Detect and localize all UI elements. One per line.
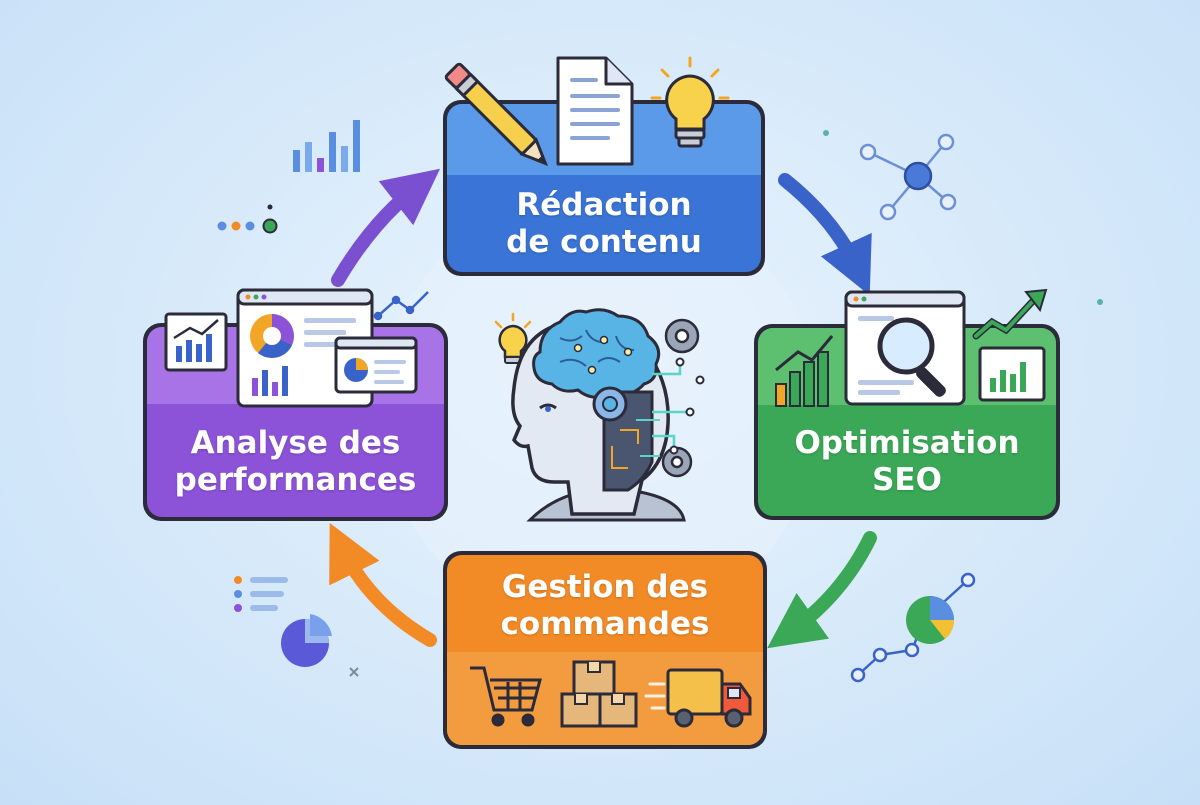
decor-pie-chart-icon	[281, 614, 332, 667]
pie-chart-icon	[334, 336, 418, 394]
delivery-truck-icon	[644, 668, 752, 728]
bar-chart-icon	[775, 335, 834, 407]
decor-bar-chart-icon	[293, 120, 360, 172]
decor-network-pie-icon	[850, 572, 976, 683]
line-chart-icon	[164, 312, 228, 372]
decor-sparkle-icon	[349, 130, 1103, 677]
boxes-icon	[560, 660, 638, 728]
ai-robot-head-icon	[494, 308, 705, 522]
trend-up-icon	[972, 288, 1048, 402]
decor-dots-icon	[217, 204, 278, 234]
gear-icon	[661, 318, 700, 478]
arrow-analytics-to-content	[331, 168, 441, 287]
dashboard-icon	[236, 288, 374, 408]
decor-line-chart-icon	[373, 291, 429, 321]
arrow-content-to-seo	[778, 173, 872, 296]
pencil-icon	[444, 62, 549, 167]
magnifier-icon	[844, 290, 966, 406]
document-icon	[556, 56, 634, 166]
lightbulb-icon	[650, 56, 730, 148]
arrow-orders-to-analytics	[329, 522, 437, 647]
decor-network-icon	[859, 133, 957, 221]
decor-list-icon	[234, 576, 288, 612]
arrow-seo-to-orders	[767, 531, 877, 649]
shopping-cart-icon	[470, 666, 542, 727]
